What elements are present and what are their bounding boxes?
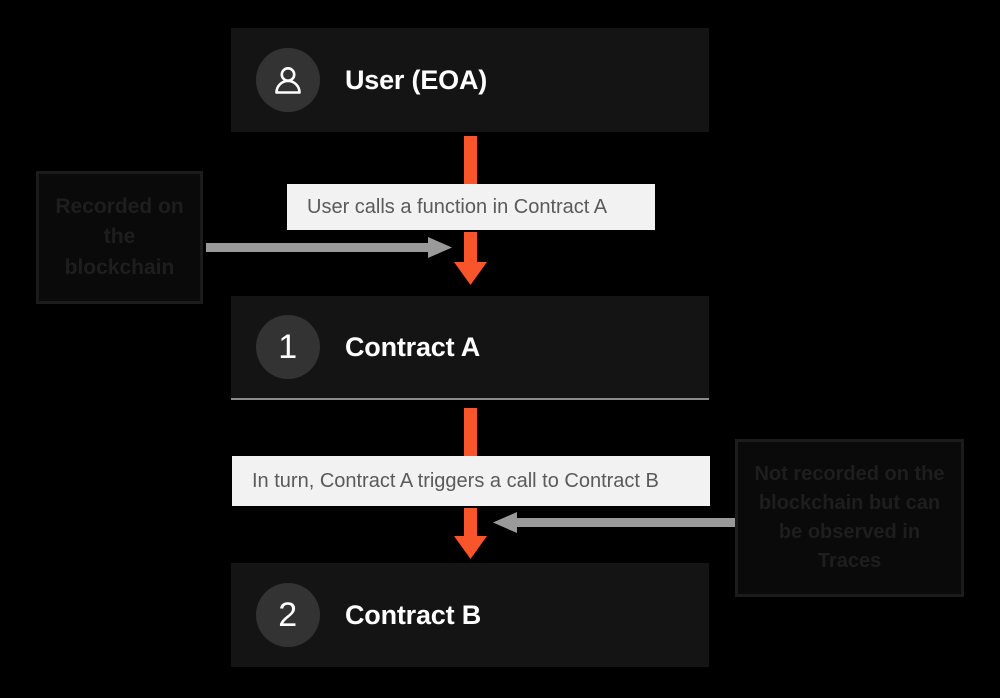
node-title: Contract B [345, 599, 482, 630]
caption-user-to-contract-a: User calls a function in Contract A [287, 184, 655, 230]
note-text: Not recorded on the blockchain but can b… [754, 463, 945, 572]
node-title: User (EOA) [345, 64, 488, 95]
arrow-contract-a-to-caption2 [464, 408, 477, 456]
arrow-caption1-to-contract-a [454, 232, 487, 285]
note-recorded-on-blockchain: Recorded on the blockchain [36, 171, 203, 304]
note-not-recorded-on-blockchain: Not recorded on the blockchain but can b… [735, 439, 964, 597]
arrow-note-recorded-pointer [206, 237, 452, 258]
step-number-badge: 2 [256, 583, 320, 647]
node-title: Contract A [345, 331, 481, 362]
node-contract-b[interactable]: 2 Contract B [231, 563, 709, 667]
node-user[interactable]: User (EOA) [231, 28, 709, 132]
caption-text: User calls a function in Contract A [307, 195, 608, 218]
caption-text: In turn, Contract A triggers a call to C… [252, 469, 659, 492]
step-number-badge: 1 [256, 315, 320, 379]
note-text: Recorded on the blockchain [55, 194, 184, 279]
node-contract-a[interactable]: 1 Contract A [231, 296, 709, 400]
arrow-note-not-recorded-pointer [493, 512, 735, 533]
arrow-caption2-to-contract-b [454, 508, 487, 559]
caption-contract-a-to-contract-b: In turn, Contract A triggers a call to C… [232, 456, 710, 506]
arrow-user-to-caption1 [464, 136, 477, 184]
person-icon [256, 48, 320, 112]
